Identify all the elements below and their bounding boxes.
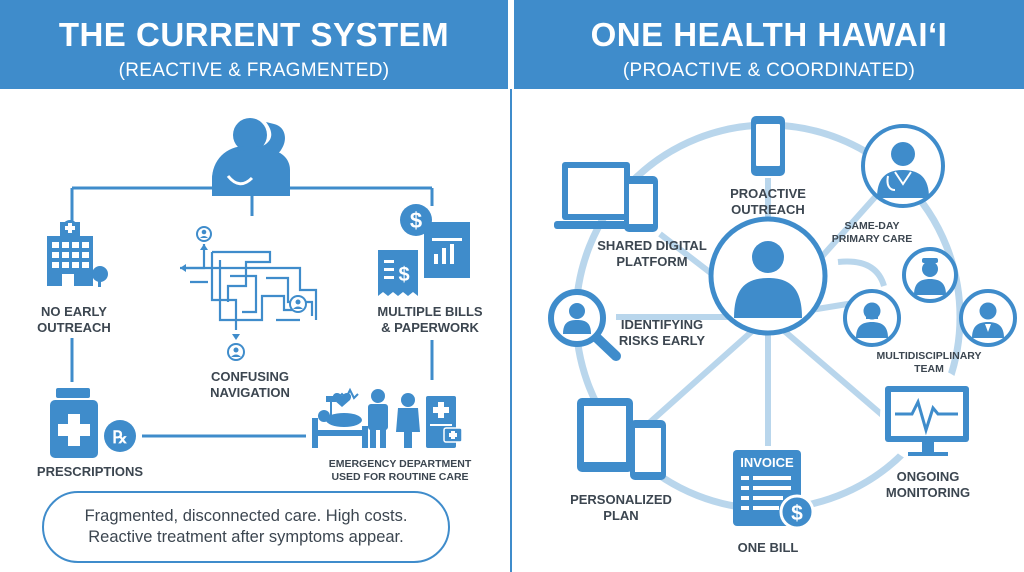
label-shared-platform: SHARED DIGITAL PLATFORM (590, 238, 714, 270)
navigation-maze-icon (180, 226, 318, 361)
left-title: THE CURRENT SYSTEM (58, 16, 450, 53)
label-proactive-outreach: PROACTIVE OUTREACH (718, 186, 818, 218)
magnifier-icon (548, 289, 621, 361)
svg-text:℞: ℞ (112, 428, 127, 447)
laptop-phone-icon (554, 162, 658, 232)
team-member-icon (843, 289, 901, 347)
label-line: EMERGENCY DEPARTMENT (328, 458, 472, 470)
left-subtitle: (REACTIVE & FRAGMENTED) (118, 60, 390, 81)
label-line: MULTIDISCIPLINARY (876, 350, 982, 362)
summary-line: Fragmented, disconnected care. High cost… (84, 507, 408, 525)
svg-text:$: $ (398, 264, 409, 286)
label-prescriptions: PRESCRIPTIONS (36, 464, 144, 479)
central-patient-icon (708, 216, 828, 336)
label-line: PLATFORM (616, 254, 688, 269)
summary-line: Reactive treatment after symptoms appear… (88, 528, 404, 546)
label-line: ONGOING (896, 469, 960, 484)
monitor-icon (880, 368, 976, 464)
label-line: SAME-DAY (844, 220, 900, 232)
label-line: CONFUSING (211, 369, 289, 384)
invoice-heading: INVOICE (740, 455, 794, 470)
patient-icon (212, 118, 290, 196)
label-line: OUTREACH (37, 320, 111, 335)
label-line: PERSONALIZED (570, 492, 672, 507)
phone-icon (751, 116, 785, 176)
label-line: & PAPERWORK (381, 320, 479, 335)
label-line: USED FOR ROUTINE CARE (331, 471, 469, 483)
svg-text:$: $ (791, 502, 803, 525)
team-member-icon (959, 289, 1017, 347)
tablet-phone-icon (577, 398, 666, 480)
emergency-department-icon (312, 387, 463, 448)
label-no-early-outreach: NO EARLY OUTREACH (26, 304, 122, 336)
label-confusing-navigation: CONFUSING NAVIGATION (190, 369, 310, 401)
label-same-day-primary-care: SAME-DAY PRIMARY CARE (824, 220, 920, 246)
label-line: IDENTIFYING (620, 317, 704, 332)
label-line: PLAN (603, 508, 639, 523)
label-multiple-bills: MULTIPLE BILLS & PAPERWORK (370, 304, 490, 336)
label-emergency-department: EMERGENCY DEPARTMENT USED FOR ROUTINE CA… (318, 458, 482, 484)
label-line: PROACTIVE (730, 186, 806, 201)
doctor-icon (861, 124, 945, 208)
label-line: TEAM (914, 363, 944, 375)
hospital-building-icon (47, 220, 108, 287)
label-line: RISKS EARLY (618, 333, 706, 348)
svg-text:$: $ (410, 208, 422, 233)
label-line: NAVIGATION (210, 385, 290, 400)
label-line: MULTIPLE BILLS (377, 304, 483, 319)
panel-divider (510, 89, 512, 572)
label-one-bill: ONE BILL (737, 540, 799, 555)
summary-box: Fragmented, disconnected care. High cost… (42, 491, 450, 563)
left-banner: THE CURRENT SYSTEM (REACTIVE & FRAGMENTE… (0, 0, 508, 89)
label-identifying-risks: IDENTIFYING RISKS EARLY (614, 317, 710, 349)
label-ongoing-monitoring: ONGOING MONITORING (876, 469, 980, 501)
right-subtitle: (PROACTIVE & COORDINATED) (622, 60, 916, 81)
right-banner: ONE HEALTH HAWAIʻI (PROACTIVE & COORDINA… (514, 0, 1024, 89)
label-multidisciplinary-team: MULTIDISCIPLINARY TEAM (868, 350, 990, 376)
bills-paperwork-icon: $ $ (378, 204, 470, 296)
team-member-icon (902, 247, 958, 303)
label-line: NO EARLY (41, 304, 107, 319)
right-title: ONE HEALTH HAWAIʻI (590, 16, 948, 53)
label-personalized-plan: PERSONALIZED PLAN (566, 492, 676, 524)
label-line: MONITORING (885, 485, 971, 500)
invoice-icon: $ INVOICE (733, 450, 815, 530)
prescription-bottle-icon: ℞ (50, 388, 136, 458)
label-line: OUTREACH (731, 202, 805, 217)
label-line: SHARED DIGITAL (597, 238, 707, 253)
label-line: PRIMARY CARE (831, 233, 913, 245)
